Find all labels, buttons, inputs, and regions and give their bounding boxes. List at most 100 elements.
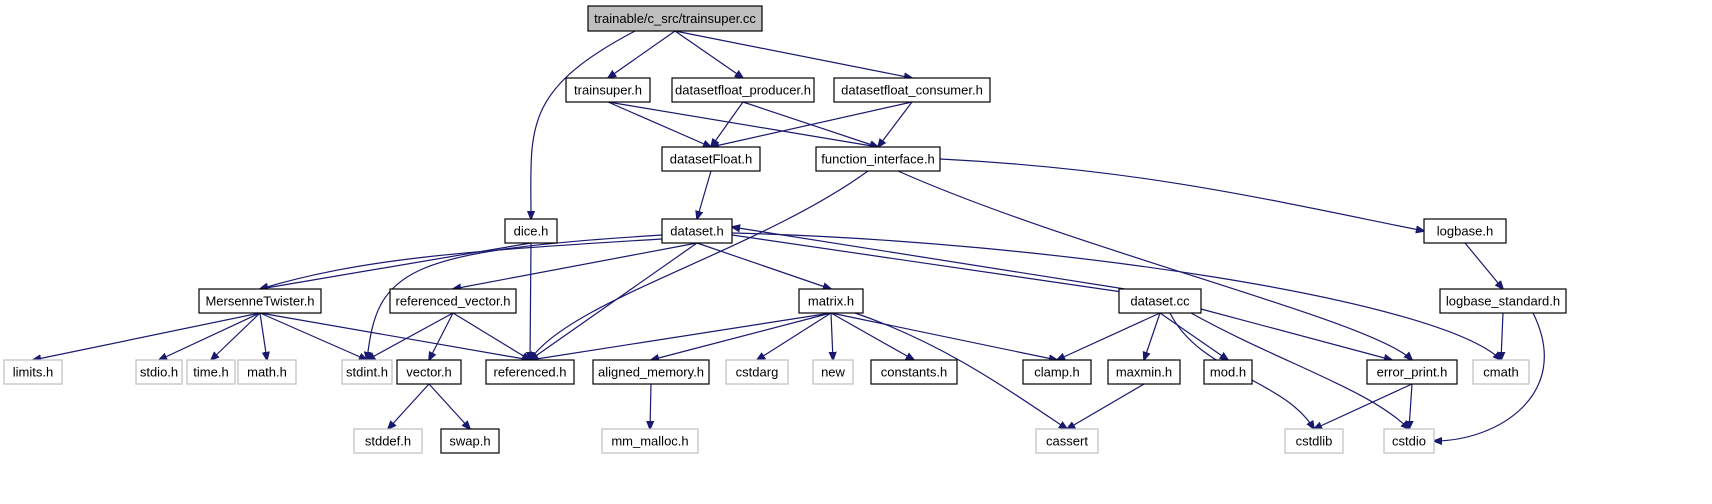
edge-n10-to-n19 <box>429 312 454 360</box>
edge-n5-to-n8 <box>939 158 1424 231</box>
edge-n11-to-n20 <box>530 312 832 360</box>
node-aligned-memory-h[interactable]: aligned_memory.h <box>592 359 710 385</box>
edge-n10-to-n20 <box>452 312 530 360</box>
node-box <box>1022 359 1092 385</box>
node-trainsuper-h[interactable]: trainsuper.h <box>565 77 651 103</box>
node-maxmin-h[interactable]: maxmin.h <box>1107 359 1181 385</box>
node-referenced-vector-h[interactable]: referenced_vector.h <box>389 288 517 314</box>
edge-n9-to-n18 <box>259 312 367 360</box>
edge-n4-to-n7 <box>697 170 712 219</box>
node-box <box>353 428 423 454</box>
node-dataset-cc[interactable]: dataset.cc <box>1118 288 1202 314</box>
node-box <box>341 359 393 385</box>
edge-n5-to-n28 <box>897 170 1412 360</box>
node-label: logbase_standard.h <box>1446 294 1560 309</box>
node-box <box>833 77 991 103</box>
node-limits-h: limits.h <box>3 359 63 385</box>
node-time-h: time.h <box>186 359 236 385</box>
node-box <box>440 428 500 454</box>
node-clamp-h[interactable]: clamp.h <box>1022 359 1092 385</box>
node-label: cstdarg <box>736 365 779 380</box>
node-label: maxmin.h <box>1116 365 1172 380</box>
node-trainable-c-src-trainsuper-cc[interactable]: trainable/c_src/trainsuper.cc <box>587 5 763 32</box>
edge-n12-to-n27 <box>1159 312 1228 360</box>
node-swap-h[interactable]: swap.h <box>440 428 500 454</box>
edge-n21-to-n32 <box>650 383 651 429</box>
edge-n7-to-n18 <box>367 234 663 360</box>
node-label: swap.h <box>449 434 490 449</box>
node-mod-h[interactable]: mod.h <box>1203 359 1253 385</box>
node-label: matrix.h <box>808 294 854 309</box>
node-label: stddef.h <box>365 434 411 449</box>
node-label: time.h <box>193 365 228 380</box>
edge-n9-to-n20 <box>259 312 530 360</box>
node-label: vector.h <box>406 365 452 380</box>
node-box <box>1383 428 1435 454</box>
node-label: MersenneTwister.h <box>205 294 314 309</box>
edge-n28-to-n34 <box>1314 383 1413 429</box>
edge-n7-to-n10 <box>453 242 698 289</box>
node-label: math.h <box>247 365 287 380</box>
edges-layer <box>33 30 1545 441</box>
edge-n7-to-n20 <box>530 242 698 360</box>
node-error-print-h[interactable]: error_print.h <box>1366 359 1458 385</box>
edge-n28-to-n35 <box>1409 383 1412 429</box>
node-mersennetwister-h[interactable]: MersenneTwister.h <box>198 288 322 314</box>
node-constants-h[interactable]: constants.h <box>870 359 958 385</box>
node-box <box>870 359 958 385</box>
node-box <box>1423 218 1507 244</box>
edge-n7-to-n9 <box>260 238 663 289</box>
edge-n0-to-n1 <box>608 30 676 78</box>
node-function-interface-h[interactable]: function_interface.h <box>815 146 941 172</box>
edge-n19-to-n31 <box>428 383 470 429</box>
node-stdio-h: stdio.h <box>135 359 183 385</box>
node-box <box>1035 428 1099 454</box>
node-datasetfloat-consumer-h[interactable]: datasetfloat_consumer.h <box>833 77 991 103</box>
edge-n13-to-n35 <box>1434 312 1545 441</box>
edge-n12-to-n7 <box>732 227 1126 290</box>
node-box <box>485 359 575 385</box>
node-box <box>1118 288 1202 314</box>
node-label: trainable/c_src/trainsuper.cc <box>594 11 756 26</box>
node-box <box>725 359 789 385</box>
edge-n12-to-n25 <box>1057 312 1161 360</box>
node-dice-h[interactable]: dice.h <box>504 218 558 244</box>
edge-n0-to-n3 <box>674 30 912 78</box>
node-dataset-h[interactable]: dataset.h <box>661 218 733 244</box>
node-box <box>3 359 63 385</box>
node-box <box>592 359 710 385</box>
node-referenced-h[interactable]: referenced.h <box>485 359 575 385</box>
edge-n11-to-n23 <box>831 312 833 360</box>
node-datasetfloat-h[interactable]: datasetFloat.h <box>661 146 761 172</box>
node-matrix-h[interactable]: matrix.h <box>798 288 864 314</box>
edge-n5-to-n20 <box>530 170 869 360</box>
node-vector-h[interactable]: vector.h <box>396 359 462 385</box>
node-label: limits.h <box>13 365 53 380</box>
node-logbase-h[interactable]: logbase.h <box>1423 218 1507 244</box>
node-box <box>815 146 941 172</box>
edge-n9-to-n17 <box>259 312 267 360</box>
node-label: aligned_memory.h <box>598 365 704 380</box>
node-cassert: cassert <box>1035 428 1099 454</box>
edge-n6-to-n20 <box>530 242 531 360</box>
node-box <box>1203 359 1253 385</box>
node-label: constants.h <box>881 365 948 380</box>
edge-n11-to-n24 <box>830 312 914 360</box>
node-label: trainsuper.h <box>574 83 642 98</box>
edge-n8-to-n13 <box>1464 242 1503 289</box>
edge-n1-to-n4 <box>607 101 711 147</box>
node-box <box>671 77 815 103</box>
edge-n11-to-n21 <box>651 312 832 360</box>
node-label: mm_malloc.h <box>611 434 688 449</box>
node-label: cassert <box>1046 434 1088 449</box>
node-stdint-h: stdint.h <box>341 359 393 385</box>
node-box <box>601 428 699 454</box>
edge-n11-to-n25 <box>830 312 1057 360</box>
node-datasetfloat-producer-h[interactable]: datasetfloat_producer.h <box>671 77 815 103</box>
edge-n7-to-n12 <box>731 234 1129 293</box>
node-label: referenced_vector.h <box>396 294 511 309</box>
node-logbase-standard-h[interactable]: logbase_standard.h <box>1439 288 1567 314</box>
edge-n12-to-n28 <box>1200 308 1392 360</box>
node-cmath: cmath <box>1472 359 1530 385</box>
edge-n9-to-n14 <box>33 312 261 360</box>
